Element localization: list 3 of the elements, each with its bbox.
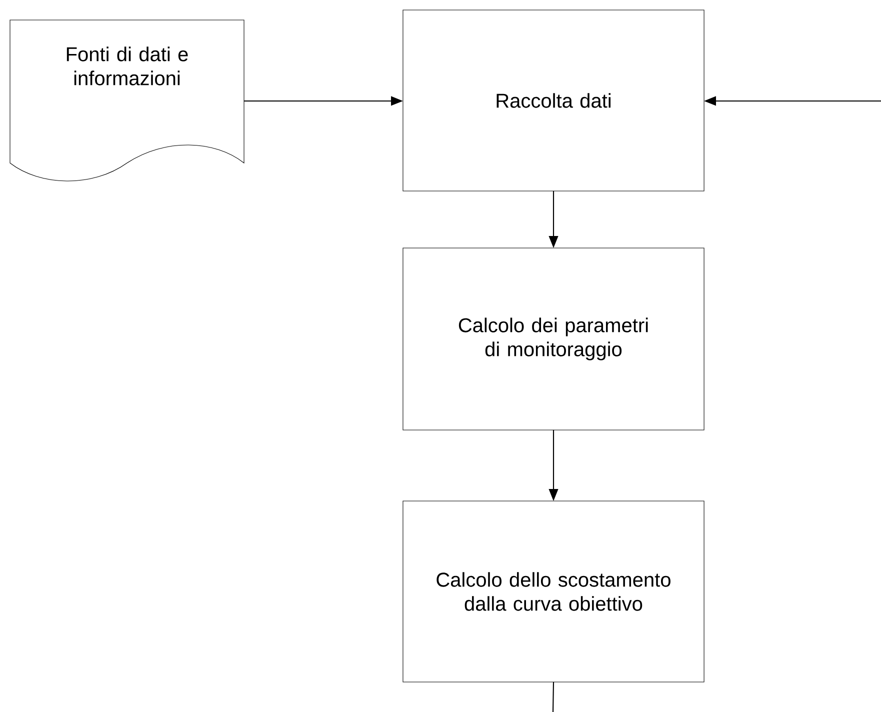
process-box: Calcolo dello scostamento dalla curva obiettivo xyxy=(402,500,704,682)
process-box: Raccolta dati xyxy=(402,10,704,192)
process-box: Calcolo dei parametri di monitoraggio xyxy=(402,248,704,430)
